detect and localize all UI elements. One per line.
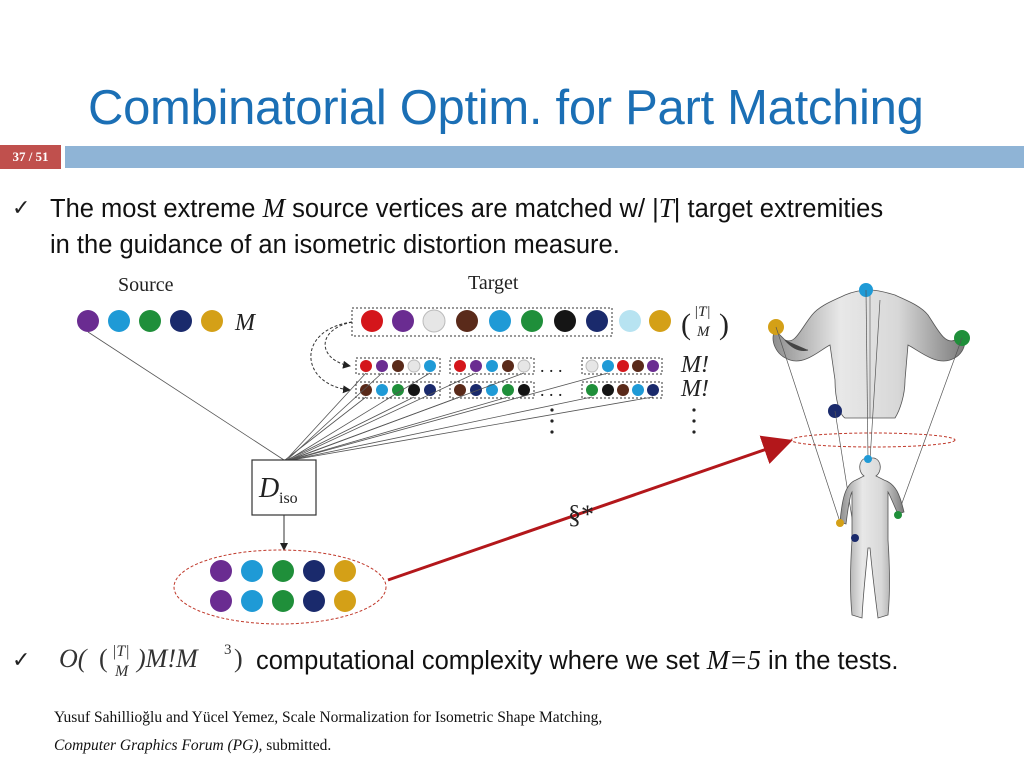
source-ball [170, 310, 192, 332]
result-arrow [387, 435, 793, 582]
bullet-2-setting: M=5 [706, 645, 761, 675]
m-factorial-1: M! [680, 352, 709, 378]
binom-bottom: M [696, 324, 711, 340]
connection-lines [87, 331, 654, 461]
citation-line-2: Computer Graphics Forum (PG), submitted. [54, 737, 331, 755]
source-ball [108, 310, 130, 332]
branch-arrow [324, 321, 353, 369]
source-label: Source [118, 274, 174, 296]
target-ball [489, 310, 511, 332]
target-ball [456, 310, 478, 332]
bullet-2-tail: in the tests. [760, 647, 899, 675]
bullet-1-var-t: T [658, 193, 674, 223]
target-ball [361, 310, 383, 332]
target-vertices [351, 307, 671, 337]
citation-status: submitted. [262, 737, 332, 754]
binomial-label: ( |T| M ) [681, 304, 729, 341]
source-ball [139, 310, 161, 332]
match-ellipse [790, 432, 956, 448]
svg-text:(: ( [681, 308, 691, 341]
target-shape-torso [768, 283, 970, 419]
bullet-1-text-mid: source vertices are matched w/ | [285, 195, 659, 223]
binom-top: |T| [694, 304, 711, 320]
target-ball [422, 309, 446, 333]
source-vertices [77, 310, 223, 332]
part-matching-diagram: Source Target M ( |T| M ) [77, 272, 970, 625]
svg-text:): ) [719, 308, 729, 341]
bullet-2-text: computational complexity where we set [256, 647, 707, 675]
m-factorial-2: M! [680, 376, 709, 402]
branch-arrow [310, 321, 353, 394]
correspondence-lines [775, 289, 963, 538]
slide-title: Combinatorial Optim. for Part Matching [88, 81, 924, 135]
diso-symbol: D [258, 473, 279, 504]
dots: . . . [540, 380, 563, 400]
source-ball [77, 310, 99, 332]
citation-line-1: Yusuf Sahillioğlu and Yücel Yemez, Scale… [54, 709, 603, 726]
bullet-1-var-m: M [262, 193, 286, 223]
bullet-1-text-pre: The most extreme [50, 195, 263, 223]
formula-binom-bottom: M [114, 663, 130, 680]
bullet-1: The most extreme M source vertices are m… [50, 190, 883, 263]
formula-close: ) [234, 644, 243, 673]
checkmark-icon: ✓ [12, 196, 31, 221]
bullet-1-line-2: in the guidance of an isometric distorti… [50, 231, 620, 259]
formula-rest: )M!M [135, 644, 199, 673]
section-star-label: §* [568, 500, 594, 529]
source-ball [201, 310, 223, 332]
checkmark-icon: ✓ [12, 648, 31, 673]
target-ball [586, 310, 608, 332]
vertical-ellipsis [550, 408, 696, 434]
svg-text:(: ( [99, 644, 108, 673]
target-label: Target [468, 272, 519, 294]
source-shape-human [836, 455, 905, 619]
result-ellipse [173, 549, 387, 625]
target-ball [649, 310, 671, 332]
target-ball [521, 310, 543, 332]
source-m-label: M [234, 310, 257, 336]
dots: . . . [540, 356, 563, 376]
complexity-formula: O( ( |T| M )M!M 3 ) [59, 642, 243, 680]
formula-binom-top: |T| [112, 643, 130, 660]
permutation-row-2: . . . [355, 380, 663, 400]
diso-subscript: iso [279, 490, 298, 507]
citation-journal: Computer Graphics Forum (PG), [54, 737, 263, 754]
bullet-2: computational complexity where we set M=… [256, 642, 898, 679]
bullet-1-text-post: | target extremities [673, 195, 884, 223]
target-ball [392, 310, 414, 332]
target-ball [619, 310, 641, 332]
formula-O: O( [59, 644, 88, 673]
formula-exp: 3 [224, 642, 232, 658]
header-bar [65, 146, 1024, 168]
permutation-row-1: . . . [355, 356, 663, 376]
result-vertices [210, 560, 356, 612]
page-number-badge: 37 / 51 [0, 145, 61, 169]
target-ball [554, 310, 576, 332]
